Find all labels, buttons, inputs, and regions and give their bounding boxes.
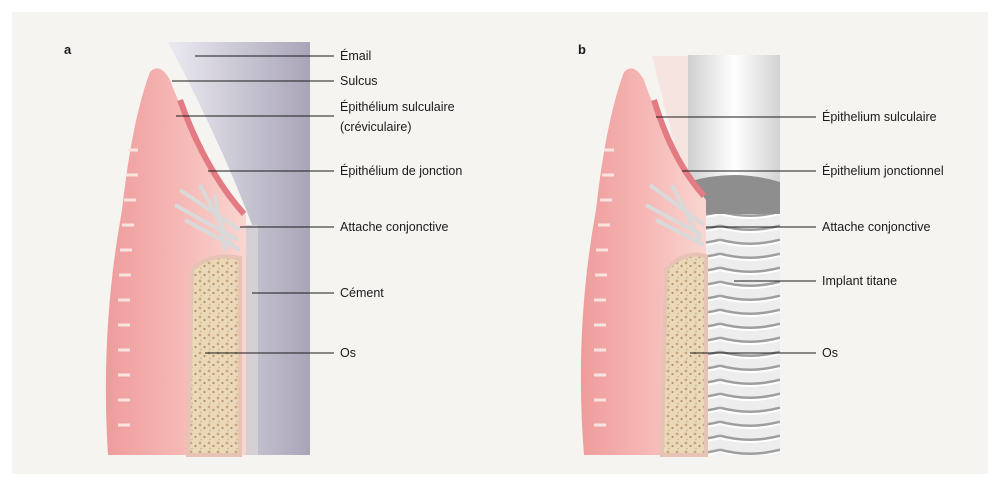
label-bone-a: Os	[340, 346, 356, 360]
label-connective-attachment-b: Attache conjonctive	[822, 220, 930, 234]
label-sulcular-epithelium-b: Épithelium sulculaire	[822, 109, 937, 124]
cementum-layer	[244, 225, 258, 455]
implant-threads	[706, 214, 780, 455]
implant-abutment	[688, 55, 780, 195]
label-email: Émail	[340, 48, 371, 63]
label-titanium-implant: Implant titane	[822, 274, 897, 288]
bone-shape-b	[659, 252, 708, 457]
junctional-epithelium	[177, 98, 247, 216]
label-sulcus: Sulcus	[340, 74, 378, 88]
label-cementum: Cément	[340, 286, 384, 300]
label-bone-b: Os	[822, 346, 838, 360]
panel-letter-a: a	[64, 42, 72, 57]
rete-pegs	[118, 148, 138, 427]
panel-letter-b: b	[578, 42, 586, 57]
bone-shape	[185, 254, 242, 457]
label-junctional-epithelium-b: Épithelium jonctionnel	[822, 163, 944, 178]
implant-collar	[688, 175, 780, 214]
junctional-epithelium-b	[651, 99, 707, 198]
rete-pegs-b	[594, 148, 614, 427]
tooth-enamel-shape	[168, 42, 310, 455]
panel-a: a Émail Sulcus Épithélium sulculaire (cr…	[64, 42, 462, 457]
label-sulcular-epithelium: Épithélium sulculaire	[340, 99, 455, 114]
connective-fibres	[174, 184, 242, 252]
connective-fibres-b	[645, 183, 706, 247]
label-junction-epithelium: Épithélium de jonction	[340, 163, 462, 178]
label-connective-attachment-a: Attache conjonctive	[340, 220, 448, 234]
panel-b: b Épithelium sulculaire Épithelium jonct…	[578, 42, 944, 457]
label-crevicular: (créviculaire)	[340, 120, 412, 134]
